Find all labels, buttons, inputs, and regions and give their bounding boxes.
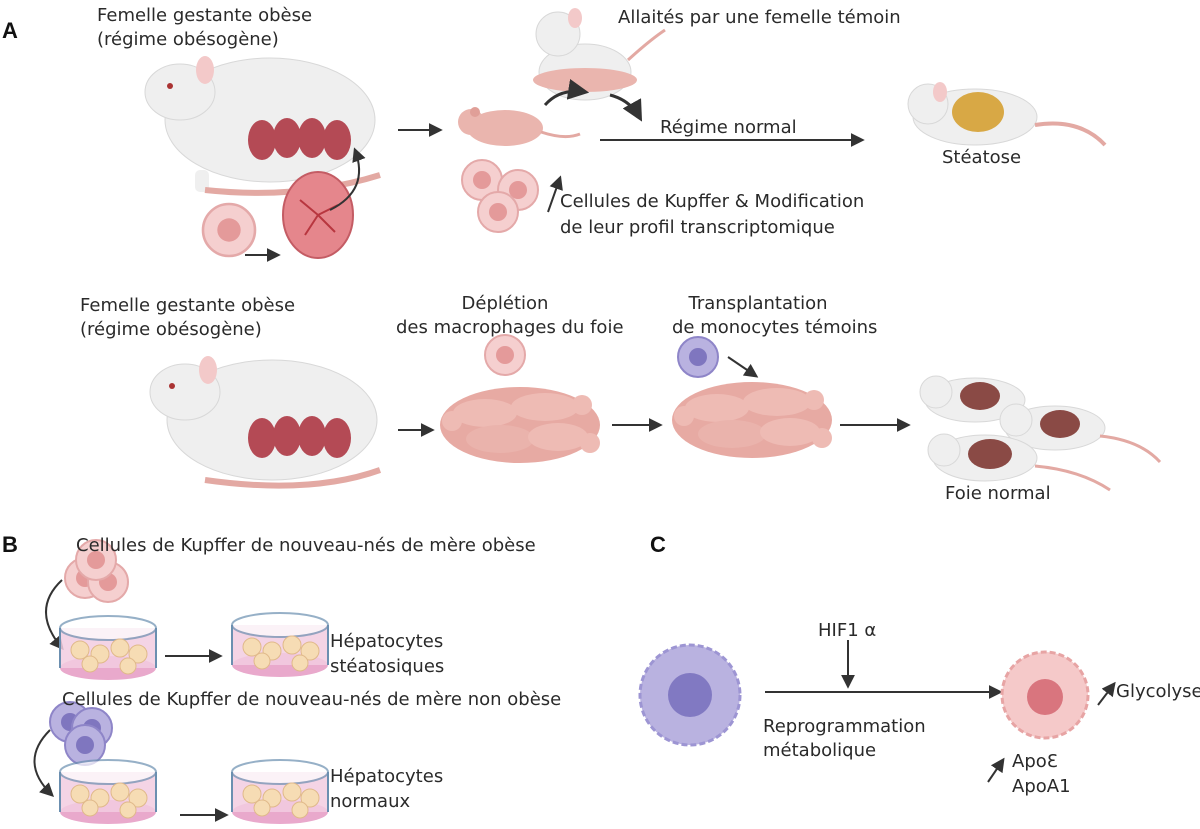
adult-mouse-steatosis <box>907 82 1107 147</box>
reprogramming-line1: Reprogrammation <box>763 716 926 737</box>
mother-label-line1-bottom: Femelle gestante obèse <box>80 295 296 316</box>
foster-label: Allaités par une femelle témoin <box>618 7 901 28</box>
maternal-cell-icon <box>201 202 257 258</box>
newborn-pup <box>456 105 582 148</box>
kupffer-cells-cluster <box>461 159 539 233</box>
pup-litter-depleted <box>440 387 600 463</box>
nonobese-kupffer-cells <box>49 701 113 766</box>
nonobese-kupffer-title: Cellules de Kupffer de nouveau-nés de mè… <box>62 689 562 710</box>
obese-mother-bottom <box>149 356 382 489</box>
apoa1-label: ApoA1 <box>1012 776 1071 797</box>
kupffer-label-line2: de leur profil transcriptomique <box>560 217 835 238</box>
panel-a-label: A <box>2 18 18 43</box>
panel-b-label: B <box>2 532 18 557</box>
mother-label-line2-bottom: (régime obésogène) <box>80 319 262 340</box>
mother-label-line2-top: (régime obésogène) <box>97 29 279 50</box>
hif1a-label: HIF1 α <box>818 620 877 641</box>
dish-obese-kupffer <box>59 615 157 681</box>
steatotic-hepatocytes-line1: Hépatocytes <box>330 631 444 652</box>
diet-label: Régime normal <box>660 117 797 138</box>
dish-normal-hepatocytes <box>231 759 329 825</box>
kupffer-label-line1: Cellules de Kupffer & Modification <box>560 191 865 212</box>
panel-c-label: C <box>650 532 666 557</box>
normal-hepatocytes-line1: Hépatocytes <box>330 766 444 787</box>
liver-macrophage-icon <box>484 334 526 376</box>
depletion-label-line2: des macrophages du foie <box>396 317 624 338</box>
placenta <box>282 171 354 259</box>
reprogramming-line2: métabolique <box>763 740 877 761</box>
mother-label-line1-top: Femelle gestante obèse <box>97 5 313 26</box>
adult-mice-normal-liver <box>919 375 1162 492</box>
steatosis-label: Stéatose <box>942 147 1022 168</box>
depletion-label-line1: Déplétion <box>461 293 549 314</box>
apoe-label: ApoƐ <box>1012 751 1058 772</box>
glycolysis-label: Glycolyse <box>1116 681 1200 702</box>
dish-steatotic-hepatocytes <box>231 612 329 678</box>
transplant-label-line2: de monocytes témoins <box>672 317 878 338</box>
obese-kupffer-title: Cellules de Kupffer de nouveau-nés de mè… <box>76 535 536 556</box>
transplant-label-line1: Transplantation <box>688 293 828 314</box>
steatotic-hepatocytes-line2: stéatosiques <box>330 656 445 677</box>
monocyte-large <box>638 643 742 747</box>
dish-nonobese-kupffer <box>59 759 157 825</box>
normal-hepatocytes-line2: normaux <box>330 791 411 812</box>
pup-litter-transplanted <box>672 382 832 458</box>
monocyte-icon <box>677 336 719 378</box>
kupffer-cell-large <box>1000 650 1090 740</box>
obese-mother-top <box>144 56 381 196</box>
normal-liver-label: Foie normal <box>945 483 1051 504</box>
